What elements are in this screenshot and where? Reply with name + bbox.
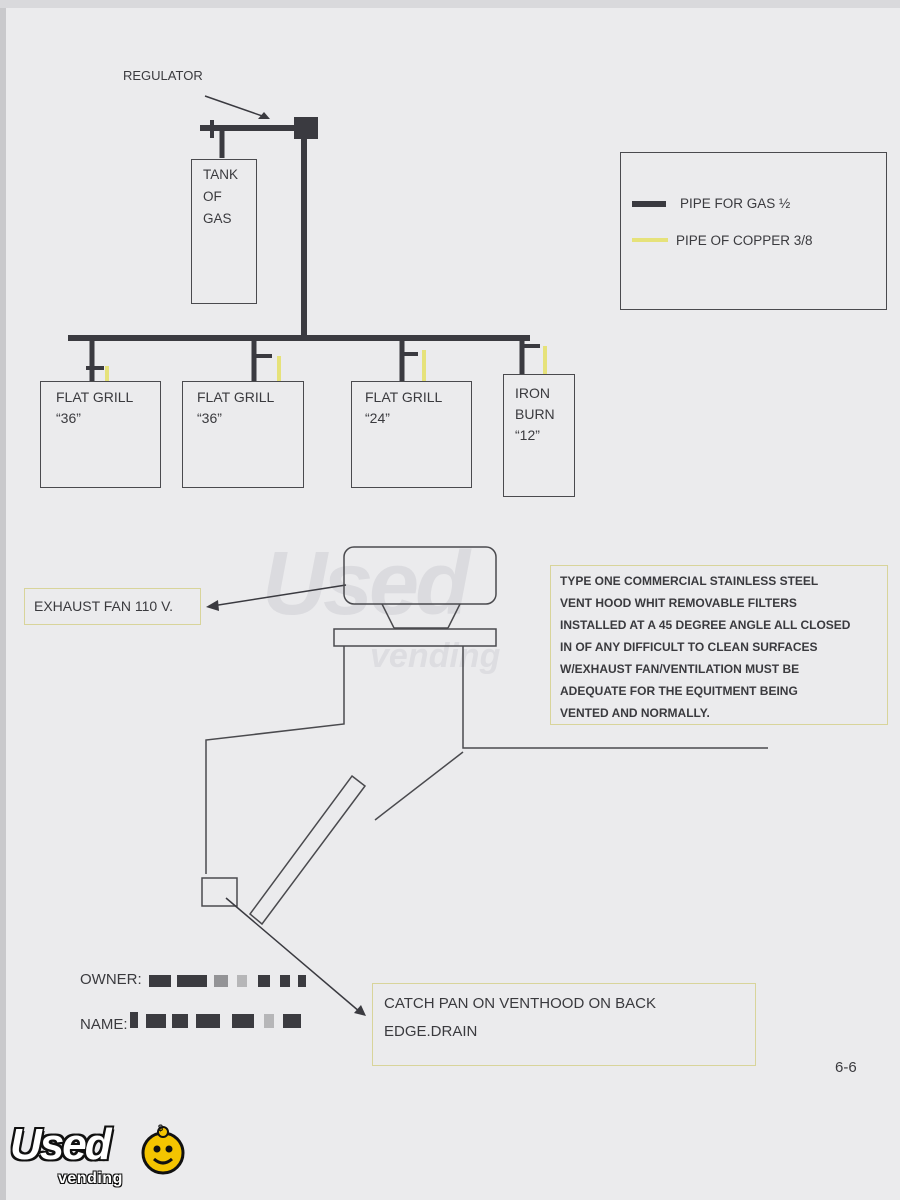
exhaust-fan-box — [24, 588, 201, 625]
legend-copper-label: PIPE OF COPPER 3/8 — [676, 233, 813, 248]
catch-pan-box — [372, 983, 756, 1066]
appliance-4-line-1: IRON — [515, 385, 550, 401]
catch-pan-note-line-1: CATCH PAN ON VENTHOOD ON BACK — [384, 995, 656, 1012]
hood-note-line-5: W/EXHAUST FAN/VENTILATION MUST BE — [560, 662, 800, 676]
copper-pipes — [105, 346, 547, 382]
appliance-3-line-2: “24” — [365, 410, 390, 426]
watermark-sub: vending — [370, 637, 501, 675]
hood-note-line-6: ADEQUATE FOR THE EQUITMENT BEING — [560, 684, 798, 698]
hood-note-line-3: INSTALLED AT A 45 DEGREE ANGLE ALL CLOSE… — [560, 618, 851, 632]
appliance-4-line-3: “12” — [515, 427, 540, 443]
coin-symbol: $ — [158, 1123, 164, 1133]
appliance-1-line-1: FLAT GRILL — [56, 389, 134, 405]
hood-note-line-1: TYPE ONE COMMERCIAL STAINLESS STEEL — [560, 574, 819, 588]
appliance-2-line-2: “36” — [197, 410, 222, 426]
coin-mascot-icon — [141, 1126, 185, 1175]
tank-label-line-1: TANK — [203, 167, 239, 182]
appliance-1-label: FLAT GRILL “36” — [56, 387, 133, 429]
appliance-4-line-2: BURN — [515, 406, 555, 422]
logo-text: Used — [10, 1120, 112, 1169]
regulator-block — [294, 117, 318, 139]
appliance-flat-grill-3 — [351, 381, 472, 488]
appliance-3-line-1: FLAT GRILL — [365, 389, 443, 405]
catch-pan-note: CATCH PAN ON VENTHOOD ON BACK EDGE.DRAIN — [384, 990, 656, 1046]
catch-pan-note-line-2: EDGE.DRAIN — [384, 1023, 478, 1040]
appliance-3-label: FLAT GRILL “24” — [365, 387, 442, 429]
appliance-2-line-1: FLAT GRILL — [197, 389, 275, 405]
page-fold — [0, 0, 900, 8]
gas-pipes — [68, 120, 540, 382]
hood-note-line-2: VENT HOOD WHIT REMOVABLE FILTERS — [560, 596, 797, 610]
hood-note-line-7: VENTED AND NORMALLY. — [560, 706, 710, 720]
appliance-2-label: FLAT GRILL “36” — [197, 387, 274, 429]
logo-subtext: vending — [58, 1170, 123, 1187]
tank-label: TANK OF GAS — [203, 164, 238, 230]
watermark: Used — [262, 534, 470, 634]
gas-tank — [191, 159, 257, 304]
appliance-iron-burn — [503, 374, 575, 497]
appliance-4-label: IRON BURN “12” — [515, 383, 555, 446]
appliance-flat-grill-2 — [182, 381, 304, 488]
tank-label-line-2: OF — [203, 189, 222, 204]
legend-gas-label: PIPE FOR GAS ½ — [680, 196, 791, 211]
appliance-flat-grill-1 — [40, 381, 161, 488]
used-vending-logo: Used vending $ — [8, 1118, 188, 1194]
page-number: 6-6 — [835, 1059, 857, 1076]
owner-label: OWNER: — [80, 971, 142, 988]
hood-note-line-4: IN OF ANY DIFFICULT TO CLEAN SURFACES — [560, 640, 818, 654]
appliance-1-line-2: “36” — [56, 410, 81, 426]
exhaust-fan-label: EXHAUST FAN 110 V. — [34, 598, 174, 614]
hood-note: TYPE ONE COMMERCIAL STAINLESS STEEL VENT… — [560, 570, 850, 724]
vent-hood — [201, 546, 768, 926]
tank-label-line-3: GAS — [203, 211, 232, 226]
name-label: NAME: — [80, 1016, 128, 1033]
legend-box — [620, 152, 887, 310]
regulator-label: REGULATOR — [123, 68, 203, 83]
hood-note-box — [550, 565, 888, 725]
